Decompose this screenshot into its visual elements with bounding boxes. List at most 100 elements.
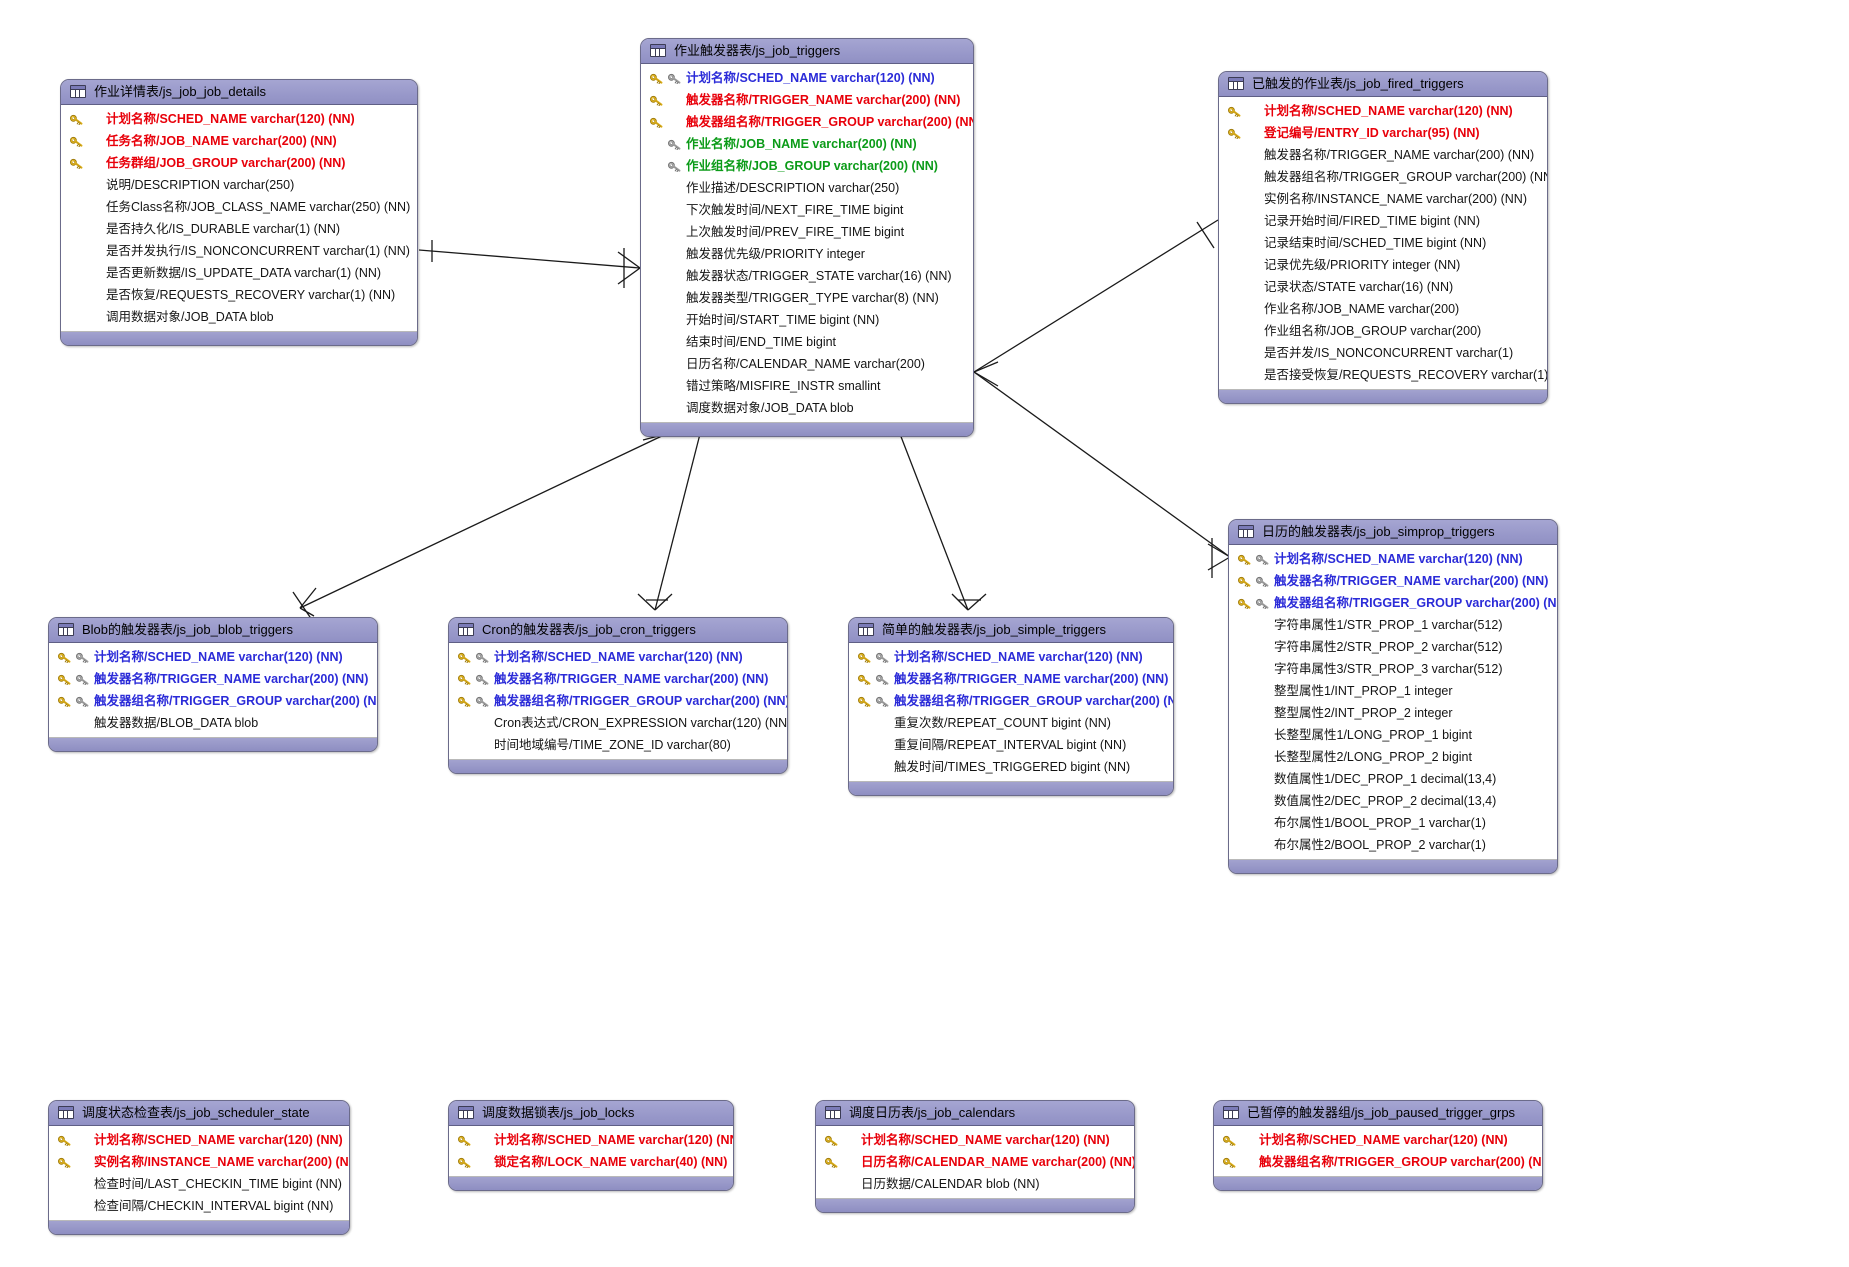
field-row[interactable]: 计划名称/SCHED_NAME varchar(120) (NN): [1214, 1129, 1542, 1151]
entity-header-scheduler_state[interactable]: 调度状态检查表/js_job_scheduler_state: [49, 1101, 349, 1126]
field-row[interactable]: 作业名称/JOB_NAME varchar(200) (NN): [641, 133, 973, 155]
field-row[interactable]: 日历名称/CALENDAR_NAME varchar(200): [641, 353, 973, 375]
field-row[interactable]: 触发器名称/TRIGGER_NAME varchar(200) (NN): [1229, 570, 1557, 592]
field-row[interactable]: 是否并发执行/IS_NONCONCURRENT varchar(1) (NN): [61, 240, 417, 262]
entity-header-job_details[interactable]: 作业详情表/js_job_job_details: [61, 80, 417, 105]
field-row[interactable]: 检查间隔/CHECKIN_INTERVAL bigint (NN): [49, 1195, 349, 1217]
field-row[interactable]: 触发器名称/TRIGGER_NAME varchar(200) (NN): [641, 89, 973, 111]
entity-header-cron_triggers[interactable]: Cron的触发器表/js_job_cron_triggers: [449, 618, 787, 643]
field-row[interactable]: 作业名称/JOB_NAME varchar(200): [1219, 298, 1547, 320]
field-row[interactable]: Cron表达式/CRON_EXPRESSION varchar(120) (NN…: [449, 712, 787, 734]
field-row[interactable]: 触发器组名称/TRIGGER_GROUP varchar(200) (NN): [849, 690, 1173, 712]
field-row[interactable]: 结束时间/END_TIME bigint: [641, 331, 973, 353]
field-row[interactable]: 字符串属性2/STR_PROP_2 varchar(512): [1229, 636, 1557, 658]
field-row[interactable]: 触发器组名称/TRIGGER_GROUP varchar(200) (NN): [1219, 166, 1547, 188]
field-row[interactable]: 记录结束时间/SCHED_TIME bigint (NN): [1219, 232, 1547, 254]
field-row[interactable]: 作业组名称/JOB_GROUP varchar(200) (NN): [641, 155, 973, 177]
entity-table-blob_triggers[interactable]: Blob的触发器表/js_job_blob_triggers 计划名称/SCHE…: [48, 617, 378, 752]
field-row[interactable]: 是否持久化/IS_DURABLE varchar(1) (NN): [61, 218, 417, 240]
field-row[interactable]: 触发器组名称/TRIGGER_GROUP varchar(200) (NN): [1214, 1151, 1542, 1173]
field-row[interactable]: 作业描述/DESCRIPTION varchar(250): [641, 177, 973, 199]
entity-header-simprop_triggers[interactable]: 日历的触发器表/js_job_simprop_triggers: [1229, 520, 1557, 545]
field-row[interactable]: 触发器组名称/TRIGGER_GROUP varchar(200) (NN): [449, 690, 787, 712]
entity-table-simple_triggers[interactable]: 简单的触发器表/js_job_simple_triggers 计划名称/SCHE…: [848, 617, 1174, 796]
entity-table-paused_trigger_grps[interactable]: 已暂停的触发器组/js_job_paused_trigger_grps 计划名称…: [1213, 1100, 1543, 1191]
field-row[interactable]: 字符串属性3/STR_PROP_3 varchar(512): [1229, 658, 1557, 680]
field-row[interactable]: 计划名称/SCHED_NAME varchar(120) (NN): [1229, 548, 1557, 570]
field-row[interactable]: 数值属性2/DEC_PROP_2 decimal(13,4): [1229, 790, 1557, 812]
entity-header-locks[interactable]: 调度数据锁表/js_job_locks: [449, 1101, 733, 1126]
field-row[interactable]: 计划名称/SCHED_NAME varchar(120) (NN): [849, 646, 1173, 668]
field-row[interactable]: 任务群组/JOB_GROUP varchar(200) (NN): [61, 152, 417, 174]
entity-header-triggers[interactable]: 作业触发器表/js_job_triggers: [641, 39, 973, 64]
field-row[interactable]: 作业组名称/JOB_GROUP varchar(200): [1219, 320, 1547, 342]
field-row[interactable]: 长整型属性1/LONG_PROP_1 bigint: [1229, 724, 1557, 746]
entity-header-paused_trigger_grps[interactable]: 已暂停的触发器组/js_job_paused_trigger_grps: [1214, 1101, 1542, 1126]
field-row[interactable]: 调度数据对象/JOB_DATA blob: [641, 397, 973, 419]
field-row[interactable]: 是否并发/IS_NONCONCURRENT varchar(1): [1219, 342, 1547, 364]
field-row[interactable]: 数值属性1/DEC_PROP_1 decimal(13,4): [1229, 768, 1557, 790]
field-row[interactable]: 触发器状态/TRIGGER_STATE varchar(16) (NN): [641, 265, 973, 287]
field-row[interactable]: 任务Class名称/JOB_CLASS_NAME varchar(250) (N…: [61, 196, 417, 218]
field-row[interactable]: 触发器名称/TRIGGER_NAME varchar(200) (NN): [449, 668, 787, 690]
field-row[interactable]: 触发时间/TIMES_TRIGGERED bigint (NN): [849, 756, 1173, 778]
field-row[interactable]: 重复次数/REPEAT_COUNT bigint (NN): [849, 712, 1173, 734]
field-row[interactable]: 触发器名称/TRIGGER_NAME varchar(200) (NN): [1219, 144, 1547, 166]
entity-header-calendars[interactable]: 调度日历表/js_job_calendars: [816, 1101, 1134, 1126]
field-row[interactable]: 检查时间/LAST_CHECKIN_TIME bigint (NN): [49, 1173, 349, 1195]
entity-header-blob_triggers[interactable]: Blob的触发器表/js_job_blob_triggers: [49, 618, 377, 643]
entity-table-fired_triggers[interactable]: 已触发的作业表/js_job_fired_triggers 计划名称/SCHED…: [1218, 71, 1548, 404]
field-row[interactable]: 实例名称/INSTANCE_NAME varchar(200) (NN): [1219, 188, 1547, 210]
field-row[interactable]: 计划名称/SCHED_NAME varchar(120) (NN): [449, 1129, 733, 1151]
entity-table-cron_triggers[interactable]: Cron的触发器表/js_job_cron_triggers 计划名称/SCHE…: [448, 617, 788, 774]
field-row[interactable]: 记录优先级/PRIORITY integer (NN): [1219, 254, 1547, 276]
field-row[interactable]: 计划名称/SCHED_NAME varchar(120) (NN): [816, 1129, 1134, 1151]
field-row[interactable]: 计划名称/SCHED_NAME varchar(120) (NN): [449, 646, 787, 668]
field-row[interactable]: 触发器组名称/TRIGGER_GROUP varchar(200) (NN): [49, 690, 377, 712]
field-row[interactable]: 整型属性1/INT_PROP_1 integer: [1229, 680, 1557, 702]
field-row[interactable]: 字符串属性1/STR_PROP_1 varchar(512): [1229, 614, 1557, 636]
field-row[interactable]: 长整型属性2/LONG_PROP_2 bigint: [1229, 746, 1557, 768]
entity-table-simprop_triggers[interactable]: 日历的触发器表/js_job_simprop_triggers 计划名称/SCH…: [1228, 519, 1558, 874]
field-row[interactable]: 开始时间/START_TIME bigint (NN): [641, 309, 973, 331]
field-row[interactable]: 触发器名称/TRIGGER_NAME varchar(200) (NN): [849, 668, 1173, 690]
entity-header-simple_triggers[interactable]: 简单的触发器表/js_job_simple_triggers: [849, 618, 1173, 643]
field-row[interactable]: 调用数据对象/JOB_DATA blob: [61, 306, 417, 328]
field-row[interactable]: 说明/DESCRIPTION varchar(250): [61, 174, 417, 196]
field-row[interactable]: 触发器数据/BLOB_DATA blob: [49, 712, 377, 734]
field-row[interactable]: 触发器名称/TRIGGER_NAME varchar(200) (NN): [49, 668, 377, 690]
field-row[interactable]: 日历名称/CALENDAR_NAME varchar(200) (NN): [816, 1151, 1134, 1173]
field-row[interactable]: 锁定名称/LOCK_NAME varchar(40) (NN): [449, 1151, 733, 1173]
field-row[interactable]: 触发器组名称/TRIGGER_GROUP varchar(200) (NN): [641, 111, 973, 133]
field-row[interactable]: 是否恢复/REQUESTS_RECOVERY varchar(1) (NN): [61, 284, 417, 306]
field-row[interactable]: 任务名称/JOB_NAME varchar(200) (NN): [61, 130, 417, 152]
entity-header-fired_triggers[interactable]: 已触发的作业表/js_job_fired_triggers: [1219, 72, 1547, 97]
entity-table-calendars[interactable]: 调度日历表/js_job_calendars 计划名称/SCHED_NAME v…: [815, 1100, 1135, 1213]
field-row[interactable]: 计划名称/SCHED_NAME varchar(120) (NN): [49, 1129, 349, 1151]
field-row[interactable]: 记录状态/STATE varchar(16) (NN): [1219, 276, 1547, 298]
field-row[interactable]: 登记编号/ENTRY_ID varchar(95) (NN): [1219, 122, 1547, 144]
entity-table-job_details[interactable]: 作业详情表/js_job_job_details 计划名称/SCHED_NAME…: [60, 79, 418, 346]
field-row[interactable]: 是否更新数据/IS_UPDATE_DATA varchar(1) (NN): [61, 262, 417, 284]
entity-table-locks[interactable]: 调度数据锁表/js_job_locks 计划名称/SCHED_NAME varc…: [448, 1100, 734, 1191]
entity-table-scheduler_state[interactable]: 调度状态检查表/js_job_scheduler_state 计划名称/SCHE…: [48, 1100, 350, 1235]
field-row[interactable]: 触发器组名称/TRIGGER_GROUP varchar(200) (NN): [1229, 592, 1557, 614]
field-row[interactable]: 整型属性2/INT_PROP_2 integer: [1229, 702, 1557, 724]
field-row[interactable]: 下次触发时间/NEXT_FIRE_TIME bigint: [641, 199, 973, 221]
field-row[interactable]: 记录开始时间/FIRED_TIME bigint (NN): [1219, 210, 1547, 232]
field-row[interactable]: 计划名称/SCHED_NAME varchar(120) (NN): [1219, 100, 1547, 122]
field-row[interactable]: 布尔属性2/BOOL_PROP_2 varchar(1): [1229, 834, 1557, 856]
field-row[interactable]: 时间地域编号/TIME_ZONE_ID varchar(80): [449, 734, 787, 756]
field-row[interactable]: 计划名称/SCHED_NAME varchar(120) (NN): [61, 108, 417, 130]
entity-table-triggers[interactable]: 作业触发器表/js_job_triggers 计划名称/SCHED_NAME v…: [640, 38, 974, 437]
field-row[interactable]: 重复间隔/REPEAT_INTERVAL bigint (NN): [849, 734, 1173, 756]
field-row[interactable]: 上次触发时间/PREV_FIRE_TIME bigint: [641, 221, 973, 243]
field-row[interactable]: 计划名称/SCHED_NAME varchar(120) (NN): [641, 67, 973, 89]
field-row[interactable]: 触发器优先级/PRIORITY integer: [641, 243, 973, 265]
field-row[interactable]: 实例名称/INSTANCE_NAME varchar(200) (NN): [49, 1151, 349, 1173]
field-row[interactable]: 错过策略/MISFIRE_INSTR smallint: [641, 375, 973, 397]
field-row[interactable]: 是否接受恢复/REQUESTS_RECOVERY varchar(1): [1219, 364, 1547, 386]
field-row[interactable]: 触发器类型/TRIGGER_TYPE varchar(8) (NN): [641, 287, 973, 309]
field-row[interactable]: 计划名称/SCHED_NAME varchar(120) (NN): [49, 646, 377, 668]
field-row[interactable]: 日历数据/CALENDAR blob (NN): [816, 1173, 1134, 1195]
